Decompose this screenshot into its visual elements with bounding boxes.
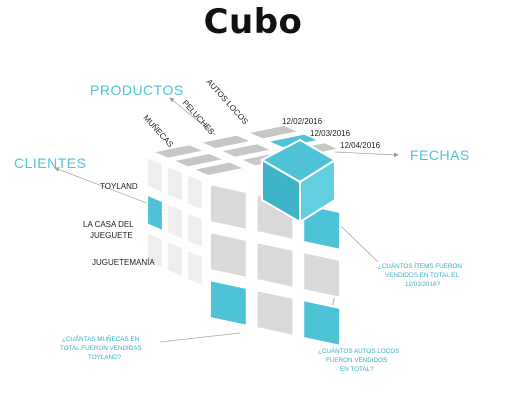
svg-text:TOTAL FUERON VENDIDAS: TOTAL FUERON VENDIDAS (60, 345, 142, 352)
cube-faces (146, 123, 344, 348)
cube-right-cell (208, 230, 248, 280)
cube-right-cell (208, 278, 248, 328)
question-items-total: ¿CUÁNTOS ÍTEMS FUERON VENDIDOS EN TOTAL … (378, 261, 462, 288)
svg-text:¿CUÁNTOS ÍTEMS FUERON: ¿CUÁNTOS ÍTEMS FUERON (378, 261, 462, 270)
cube-left-cell (186, 172, 204, 213)
product-label-autos-locos: AUTOS LOCOS (205, 77, 250, 126)
product-label-munecas: MUÑECAS (142, 113, 175, 149)
svg-text:12/03/2016?: 12/03/2016? (405, 281, 441, 288)
svg-text:¿CUÁNTAS MUÑECAS EN: ¿CUÁNTAS MUÑECAS EN (62, 334, 140, 343)
product-label-peluches: PELUCHES (181, 98, 217, 136)
cube-right-cell (302, 250, 342, 300)
cube-left-cell (146, 230, 164, 271)
cube-top-cell (188, 160, 249, 178)
cube-top-cell (196, 133, 256, 151)
cube-left-cell (166, 164, 184, 204)
date-label-2: 12/03/2016 (310, 129, 351, 138)
cube-right-cell (208, 182, 248, 232)
cube-left-cell (146, 155, 164, 195)
client-label-la-casa-del: LA CASA DEL (83, 220, 134, 229)
fechas-axis-label: FECHAS (410, 147, 470, 163)
page-title: Cubo (203, 2, 303, 42)
productos-axis-label: PRODUCTOS (90, 82, 184, 98)
cube-left-cell (166, 239, 184, 279)
cube-left-cell (146, 193, 164, 233)
cube-left-cell (166, 201, 184, 242)
client-label-jueguete: JUEGUETE (90, 231, 133, 240)
client-label-juguetemania: JUGUETEMANÍA (92, 258, 155, 267)
date-label-1: 12/02/2016 (282, 117, 323, 126)
cube-left-cell (186, 210, 204, 250)
raised-cube-right (299, 158, 336, 224)
svg-text:¿CUÁNTOS AUTOS LOCOS: ¿CUÁNTOS AUTOS LOCOS (318, 346, 399, 355)
svg-text:TOYLAND?: TOYLAND? (88, 354, 122, 361)
cube-top-cell (148, 143, 209, 160)
cube-right-cell (255, 288, 295, 338)
clientes-axis-label: CLIENTES (14, 155, 86, 171)
svg-text:FUERON VENDIDOS: FUERON VENDIDOS (326, 357, 387, 364)
cube-left-cell (186, 248, 204, 288)
cube-top-cell (216, 142, 276, 159)
cube-top-cell (243, 123, 304, 141)
svg-text:VENDIDOS EN TOTAL EL: VENDIDOS EN TOTAL EL (385, 272, 459, 279)
question-autos-locos-total: ¿CUÁNTOS AUTOS LOCOS FUERON VENDIDOS EN … (318, 346, 399, 373)
cube-right-cell (255, 240, 295, 290)
svg-text:EN TOTAL?: EN TOTAL? (340, 366, 374, 373)
question-munecas-toyland: ¿CUÁNTAS MUÑECAS EN TOTAL FUERON VENDIDA… (60, 334, 142, 361)
date-label-3: 12/04/2016 (340, 141, 381, 150)
cube-top-cell (168, 151, 229, 169)
client-label-toyland: TOYLAND (100, 182, 138, 191)
cube-right-cell (302, 298, 342, 348)
cube-right-cell (302, 202, 342, 252)
cube-top-cell (263, 132, 324, 150)
